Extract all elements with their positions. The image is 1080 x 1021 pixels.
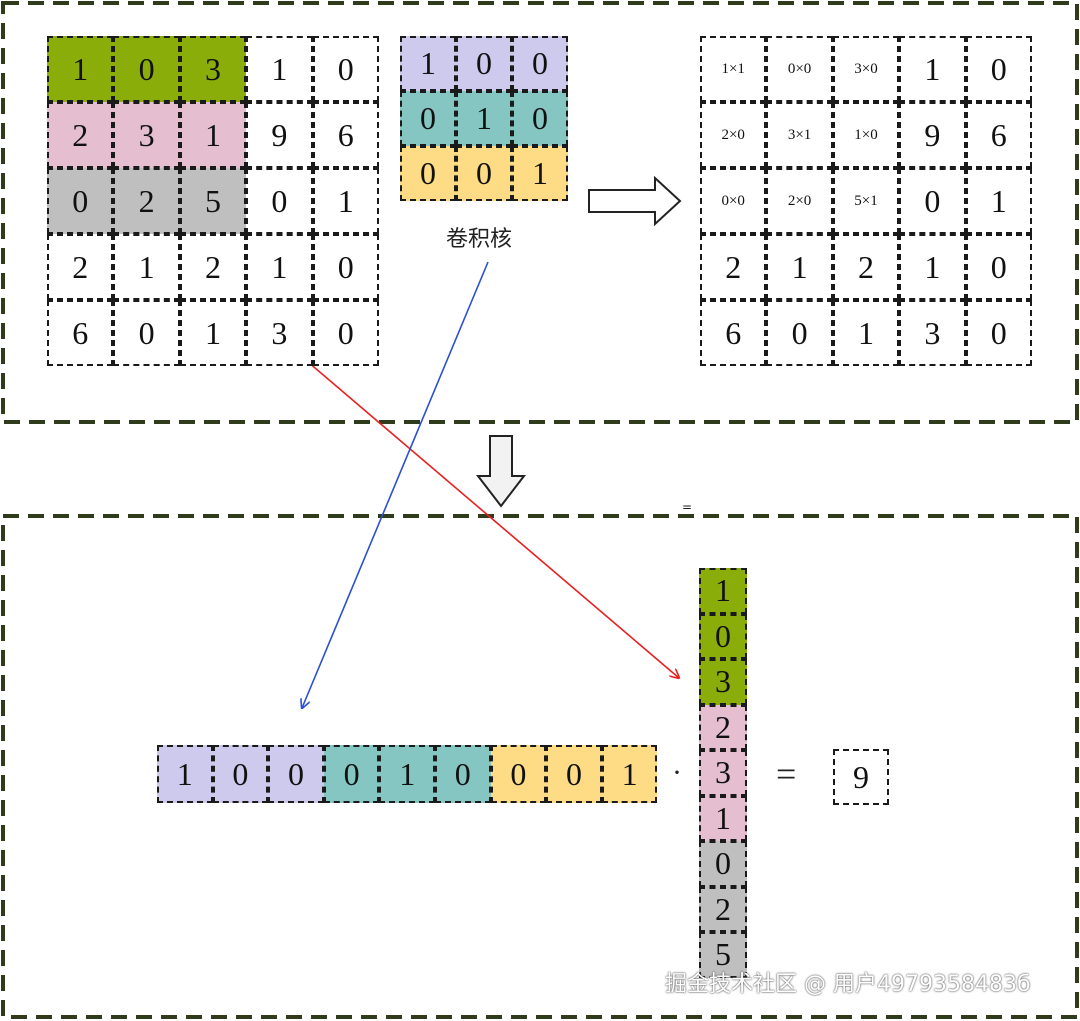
kernel-label: 卷积核 — [446, 227, 513, 252]
product-cell: 0 — [766, 300, 833, 366]
column-vector-cell: 0 — [699, 841, 747, 887]
product-term-cell: 5×1 — [832, 168, 900, 234]
row-vector-cell: 1 — [157, 745, 213, 803]
input-cell: 0 — [47, 168, 114, 234]
product-term-cell: 0×0 — [766, 36, 833, 102]
equals-operator: = — [776, 754, 797, 794]
kernel-cell: 0 — [456, 36, 512, 91]
input-cell: 1 — [246, 36, 313, 102]
product-cell: 1 — [899, 234, 966, 300]
product-cell: 6 — [965, 102, 1032, 168]
input-cell: 1 — [312, 168, 379, 234]
input-cell: 0 — [312, 300, 379, 366]
kernel-cell: 0 — [512, 36, 568, 91]
column-vector-cell: 2 — [699, 704, 747, 750]
input-cell: 0 — [113, 300, 180, 366]
product-term-cell: 3×1 — [766, 102, 833, 168]
input-cell: 1 — [47, 36, 114, 102]
row-vector-cell: 0 — [490, 745, 547, 803]
input-cell: 2 — [179, 234, 247, 300]
input-cell: 9 — [246, 102, 313, 168]
input-cell: 1 — [179, 102, 247, 168]
dot-operator: · — [672, 756, 682, 789]
product-term-cell: 2×0 — [766, 168, 833, 234]
input-cell: 2 — [47, 234, 114, 300]
product-term-cell: 3×0 — [832, 36, 900, 102]
product-cell: 6 — [700, 300, 767, 366]
product-term-cell: 1×1 — [700, 36, 767, 102]
kernel-cell: 1 — [400, 36, 456, 91]
product-term-cell: 0×0 — [700, 168, 767, 234]
down-arrow-icon — [475, 435, 527, 508]
input-cell: 6 — [312, 102, 379, 168]
kernel-cell: 0 — [400, 146, 456, 201]
product-cell: 0 — [965, 300, 1032, 366]
column-vector-cell: 3 — [699, 659, 747, 705]
row-vector-cell: 0 — [546, 745, 602, 803]
input-cell: 0 — [246, 168, 313, 234]
column-vector-cell: 1 — [699, 795, 747, 841]
result-cell: 9 — [833, 749, 889, 805]
column-vector-cell: 5 — [699, 932, 747, 978]
input-cell: 2 — [47, 102, 114, 168]
input-cell: 0 — [113, 36, 180, 102]
input-cell: 1 — [179, 300, 247, 366]
input-cell: 2 — [113, 168, 180, 234]
input-cell: 0 — [312, 234, 379, 300]
product-cell: 1 — [965, 168, 1032, 234]
right-arrow-icon — [588, 175, 682, 227]
input-cell: 3 — [179, 36, 247, 102]
input-cell: 0 — [312, 36, 379, 102]
input-cell: 5 — [179, 168, 247, 234]
input-cell: 1 — [246, 234, 313, 300]
product-cell: 3 — [899, 300, 966, 366]
row-vector-cell: 0 — [212, 745, 269, 803]
column-vector-cell: 0 — [699, 613, 747, 659]
product-cell: 9 — [899, 102, 966, 168]
kernel-cell: 0 — [400, 91, 456, 146]
product-cell: 2 — [832, 234, 900, 300]
kernel-cell: 0 — [512, 91, 568, 146]
row-vector-cell: 1 — [379, 745, 435, 803]
column-vector-cell: 1 — [699, 568, 747, 614]
watermark: 掘金技术社区 @ 用户4979358483б — [665, 972, 1031, 997]
product-cell: 0 — [965, 36, 1032, 102]
kernel-cell: 1 — [456, 91, 512, 146]
product-cell: 2 — [700, 234, 767, 300]
input-cell: 3 — [113, 102, 180, 168]
input-cell: 1 — [113, 234, 180, 300]
product-cell: 1 — [766, 234, 833, 300]
product-term-cell: 2×0 — [700, 102, 767, 168]
column-vector-cell: 2 — [699, 886, 747, 932]
product-cell: 1 — [899, 36, 966, 102]
product-cell: 0 — [899, 168, 966, 234]
product-cell: 1 — [832, 300, 900, 366]
column-vector-cell: 3 — [699, 750, 747, 796]
input-cell: 6 — [47, 300, 114, 366]
row-vector-cell: 0 — [268, 745, 324, 803]
stray-mark: = — [682, 500, 693, 514]
row-vector-cell: 0 — [435, 745, 491, 803]
product-cell: 0 — [965, 234, 1032, 300]
row-vector-cell: 0 — [323, 745, 380, 803]
input-cell: 3 — [246, 300, 313, 366]
kernel-cell: 0 — [456, 146, 512, 201]
kernel-cell: 1 — [512, 146, 568, 201]
product-term-cell: 1×0 — [832, 102, 900, 168]
row-vector-cell: 1 — [601, 745, 658, 803]
